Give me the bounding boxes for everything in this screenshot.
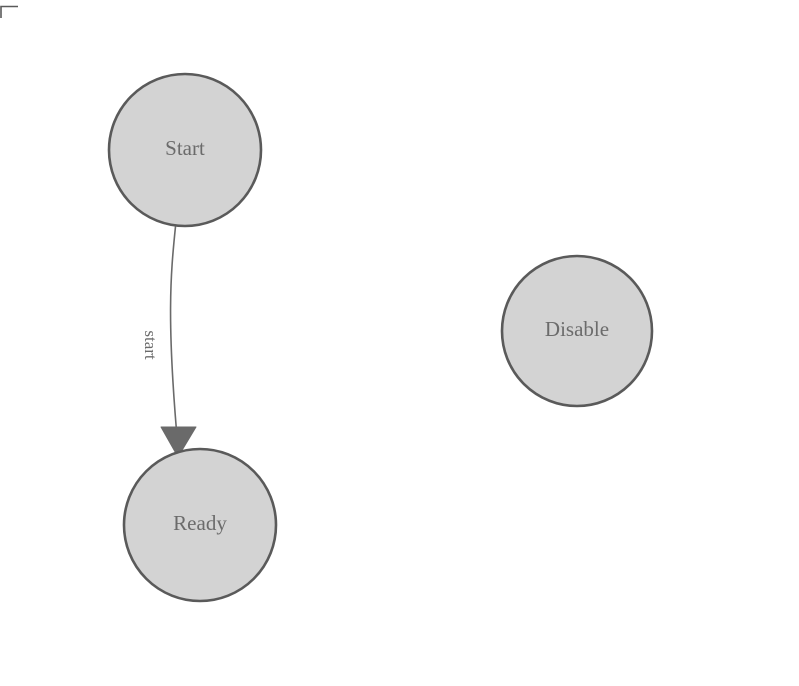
- node-start[interactable]: Start: [107, 72, 263, 228]
- node-disable-label: Disable: [545, 317, 609, 341]
- edge-path: [169, 226, 179, 449]
- edge-label-start: start: [141, 330, 160, 360]
- node-ready[interactable]: Ready: [122, 447, 278, 603]
- arrowhead-icon: [160, 426, 197, 458]
- node-disable[interactable]: Disable: [500, 254, 654, 408]
- node-ready-label: Ready: [173, 511, 227, 535]
- node-start-label: Start: [165, 136, 205, 160]
- edge-start-to-ready[interactable]: start: [141, 226, 197, 458]
- corner-marker-icon: [0, 5, 18, 18]
- node-disable-circle[interactable]: [500, 254, 654, 408]
- node-start-circle[interactable]: [107, 72, 263, 228]
- node-ready-circle[interactable]: [122, 447, 278, 603]
